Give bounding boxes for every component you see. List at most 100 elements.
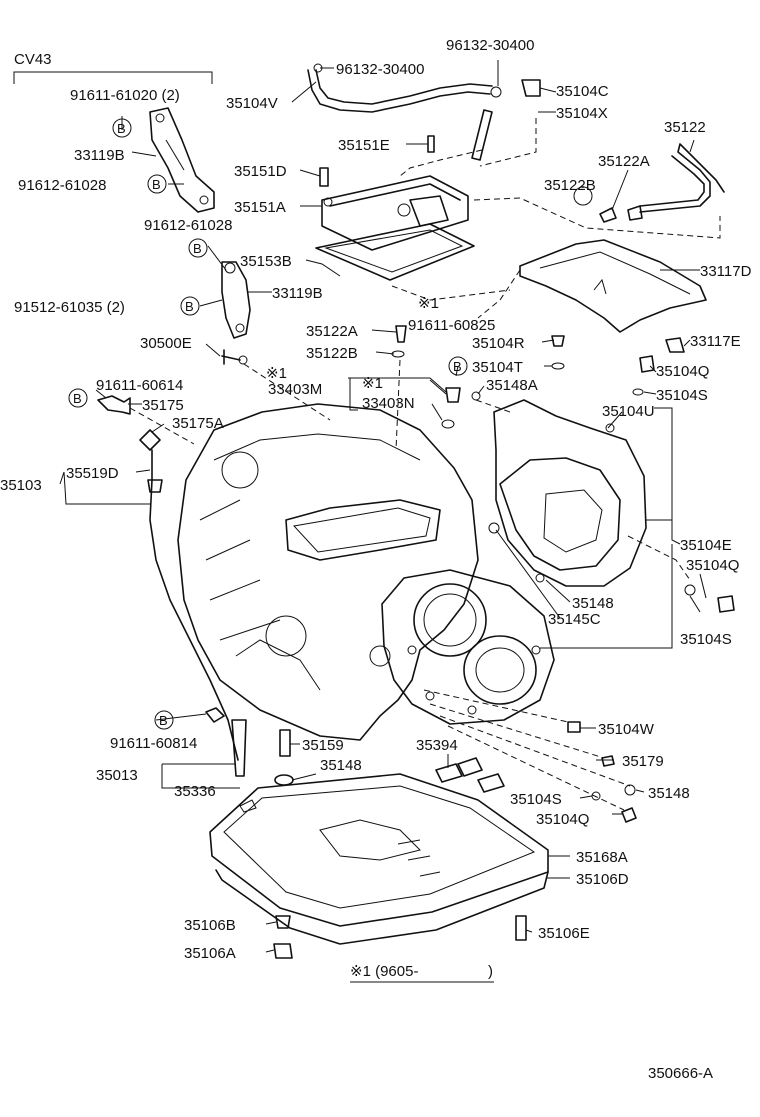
label-35106E: 35106E — [538, 925, 590, 942]
svg-text:B: B — [159, 713, 168, 728]
dash-35104q2 — [627, 535, 691, 581]
label-35168A: 35168A — [576, 849, 628, 866]
label-35104S-3: 35104S — [510, 791, 562, 808]
dash-shield — [477, 269, 521, 319]
model-label: CV43 — [14, 51, 52, 68]
dipstick-35103 — [139, 429, 247, 777]
b-marker-7: B — [154, 710, 174, 730]
b-marker-3: B — [188, 238, 208, 258]
label-33119B-upper: 33119B — [74, 147, 125, 164]
label-35122A: 35122A — [306, 323, 358, 340]
oil-pipe-35122 — [573, 143, 725, 223]
dash-pipe — [473, 197, 721, 239]
label-35175: 35175 — [142, 397, 184, 414]
label-35122B-top: 35122B — [544, 177, 596, 194]
b-marker-4: B — [180, 296, 200, 316]
label-35013: 35013 — [96, 767, 138, 784]
label-91611-61020: 91611-61020 (2) — [70, 87, 180, 104]
diagram-id: 350666-A — [648, 1065, 713, 1082]
bolt-35104Q-1 — [639, 355, 655, 373]
label-35148-1: 35148 — [572, 595, 614, 612]
label-35519D: 35519D — [66, 465, 119, 482]
dash-35104w — [423, 689, 569, 723]
filters-35394 — [435, 757, 505, 793]
label-35122: 35122 — [664, 119, 706, 136]
label-35336: 35336 — [174, 783, 216, 800]
label-91611-60825: 91611-60825 — [408, 317, 495, 334]
svg-text:B: B — [193, 241, 202, 256]
label-35104T: 35104T — [472, 359, 523, 376]
dash-35104x — [479, 118, 537, 167]
dash-35148a — [475, 399, 511, 413]
label-35151E: 35151E — [338, 137, 390, 154]
valve-body-cover — [319, 135, 469, 251]
label-35159: 35159 — [302, 737, 344, 754]
label-33117D: 33117D — [700, 263, 752, 280]
label-35104V: 35104V — [226, 95, 278, 112]
label-35104Q-1: 35104Q — [656, 363, 709, 380]
bolt-30500E — [221, 349, 248, 365]
label-35106A: 35106A — [184, 945, 236, 962]
dash-35179 — [429, 703, 605, 759]
ring-35104T — [551, 362, 565, 370]
note-mark-a: ※1 — [418, 295, 439, 312]
dash-35175 — [129, 407, 195, 445]
label-35145C: 35145C — [548, 611, 601, 628]
plug-35148-lower — [274, 774, 294, 786]
label-91612-left: 91612-61028 — [18, 177, 106, 194]
plug-35179 — [601, 755, 615, 767]
ring-35104S-1 — [632, 388, 644, 396]
bolt-35104Q-3 — [621, 807, 637, 823]
label-33403M: 33403M — [268, 381, 322, 398]
label-35104E: 35104E — [680, 537, 732, 554]
bolt-35104W — [567, 721, 581, 733]
model-bracket — [13, 71, 213, 84]
label-35104R: 35104R — [472, 335, 525, 352]
label-35151A: 35151A — [234, 199, 286, 216]
label-35151D: 35151D — [234, 163, 287, 180]
bracket-33119B-upper — [149, 107, 215, 213]
ring-35104S-2 — [684, 584, 696, 596]
b-marker-5: B — [68, 388, 88, 408]
label-91611-60814: 91611-60814 — [110, 735, 197, 752]
label-91512: 91512-61035 (2) — [14, 299, 125, 316]
plug-33403N — [441, 419, 455, 429]
bolt-33117E — [665, 337, 685, 353]
label-35104W: 35104W — [598, 721, 655, 738]
washer-35106B — [275, 915, 291, 929]
b-marker-2: B — [147, 174, 167, 194]
label-35148A: 35148A — [486, 377, 538, 394]
label-96132-right: 96132-30400 — [446, 37, 534, 54]
label-33119B-lower: 33119B — [272, 285, 323, 302]
label-33117E: 33117E — [690, 333, 741, 350]
dash-hose — [399, 149, 483, 177]
dash-30500e — [243, 363, 331, 421]
label-30500E: 30500E — [140, 335, 192, 352]
sensor-35175 — [97, 395, 131, 415]
gasket-35153B — [315, 223, 475, 281]
svg-text:B: B — [152, 177, 161, 192]
pipe-35159 — [279, 729, 291, 757]
bolt-35104R — [551, 335, 565, 347]
bolt-35106E — [515, 915, 527, 941]
label-35104X: 35104X — [556, 105, 608, 122]
svg-text:B: B — [73, 391, 82, 406]
footnote-close: ) — [488, 963, 493, 980]
dash-35148-right — [439, 715, 631, 787]
gasket-35336 — [239, 799, 257, 813]
label-91612-lower: 91612-61028 — [144, 217, 232, 234]
note-mark-b: ※1 — [266, 365, 287, 382]
label-35103: 35103 — [0, 477, 42, 494]
label-35106D: 35106D — [576, 871, 629, 888]
plug-35148-right — [624, 784, 636, 796]
label-35179: 35179 — [622, 753, 664, 770]
label-35104C: 35104C — [556, 83, 609, 100]
label-35148-3: 35148 — [648, 785, 690, 802]
label-35104S-1: 35104S — [656, 387, 708, 404]
label-35148-2: 35148 — [320, 757, 362, 774]
leader-lines — [59, 60, 707, 983]
label-33403N: 33403N — [362, 395, 415, 412]
bell-housing — [488, 399, 647, 587]
